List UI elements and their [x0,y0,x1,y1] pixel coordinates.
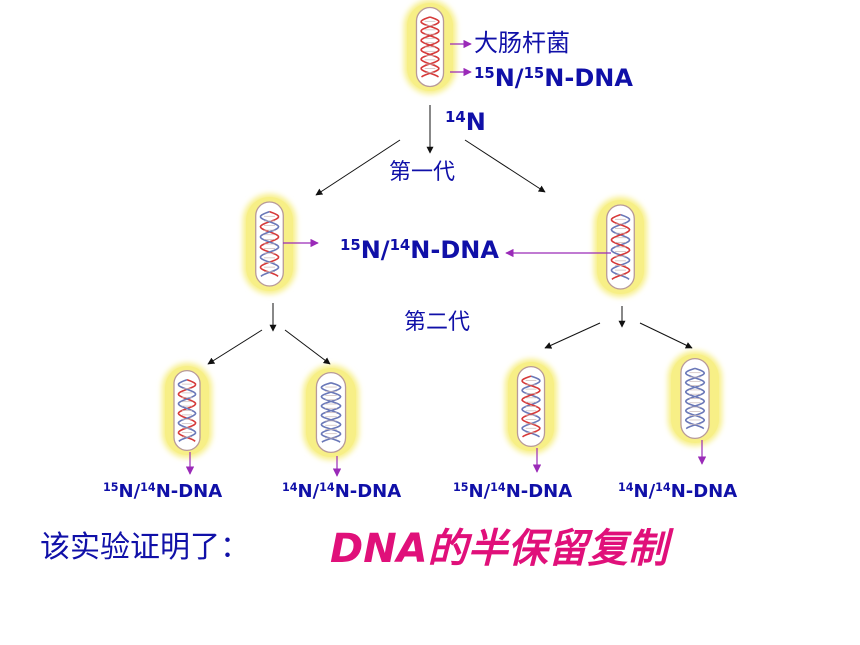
arrow-to-gen2-1 [207,329,263,365]
arrow-to-gen2-3 [544,322,601,349]
label-gen2: 第二代 [404,310,471,335]
gen2-bacterium-1 [162,363,212,458]
gen1-bacterium-right [594,197,647,297]
label-gen2-dna-2: 14N/14N-DNA [282,481,402,503]
arrow-to-gen2-4 [639,322,693,349]
label-gen1: 第一代 [389,160,456,185]
label-gen2-dna-4: 14N/14N-DNA [618,481,738,503]
label-parent-dna: 15N/15N-DNA [474,64,633,93]
arrow-to-gen2-2 [284,329,331,365]
gen2-bacterium-3 [505,359,557,454]
label-gen2-dna-1: 15N/14N-DNA [103,481,223,503]
label-gen1-dna: 15N/14N-DNA [340,236,499,265]
parent-bacterium [404,0,456,94]
gen2-bacterium-4 [668,351,722,446]
gen1-bacterium-left [243,194,296,294]
label-bacterium: 大肠杆菌 [474,29,570,57]
conclusion-label: 该实验证明了： [40,530,250,565]
arrow-to-gen1-right [464,139,546,193]
label-gen2-dna-3: 15N/14N-DNA [453,481,573,503]
conclusion-result: DNA的半保留复制 [330,526,668,572]
label-medium: 14N [445,108,486,137]
gen2-bacterium-2 [303,365,359,460]
arrow-to-gen1-left [315,139,401,196]
